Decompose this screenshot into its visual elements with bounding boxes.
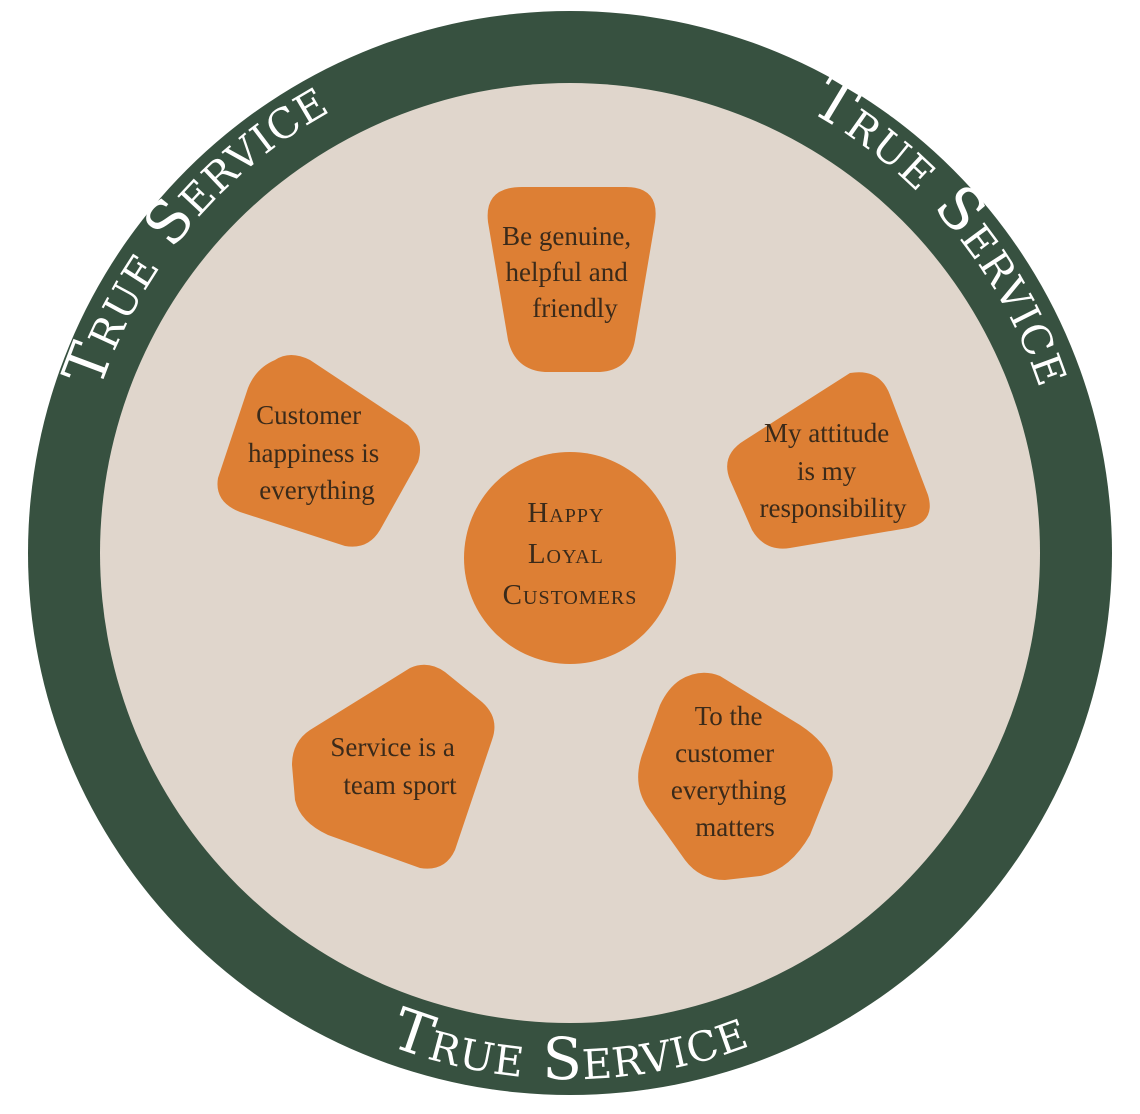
node-top xyxy=(487,187,656,372)
node-top-label: Be genuine, helpful and friendly xyxy=(502,221,638,323)
center-line-2: Loyal xyxy=(528,538,604,570)
node-left-label: Customer happiness is everything xyxy=(248,400,386,505)
node-bottom-left-line-1: Service is a xyxy=(330,732,454,762)
node-bottom-left xyxy=(292,664,495,869)
node-bottom-left-label: Service is a team sport xyxy=(330,732,461,800)
node-bottom-right xyxy=(638,672,833,880)
node-right-line-3: responsibility xyxy=(760,493,907,523)
node-right-line-1: My attitude xyxy=(764,418,889,448)
node-right xyxy=(727,372,930,549)
node-bottom-right-line-1: To the xyxy=(695,701,763,731)
node-left xyxy=(217,355,421,547)
node-bottom-right-line-2: customer xyxy=(675,738,774,768)
center-circle xyxy=(464,452,676,664)
center-line-1: Happy xyxy=(527,497,604,529)
node-bottom-left-line-2: team sport xyxy=(343,770,457,800)
node-left-line-3: everything xyxy=(259,475,374,505)
node-top-line-2: helpful and xyxy=(506,257,629,287)
node-top-line-3: friendly xyxy=(532,293,618,323)
center-label: Happy Loyal Customers xyxy=(503,497,638,611)
node-left-line-2: happiness is xyxy=(248,438,379,468)
node-bottom-right-label: To the customer everything matters xyxy=(671,701,793,842)
node-bottom-right-line-4: matters xyxy=(695,812,774,842)
center-line-3: Customers xyxy=(503,579,638,611)
node-right-label: My attitude is my responsibility xyxy=(760,418,907,523)
node-top-line-1: Be genuine, xyxy=(502,221,631,251)
node-left-line-1: Customer xyxy=(256,400,361,430)
node-right-line-2: is my xyxy=(797,456,857,486)
node-bottom-right-line-3: everything xyxy=(671,775,786,805)
